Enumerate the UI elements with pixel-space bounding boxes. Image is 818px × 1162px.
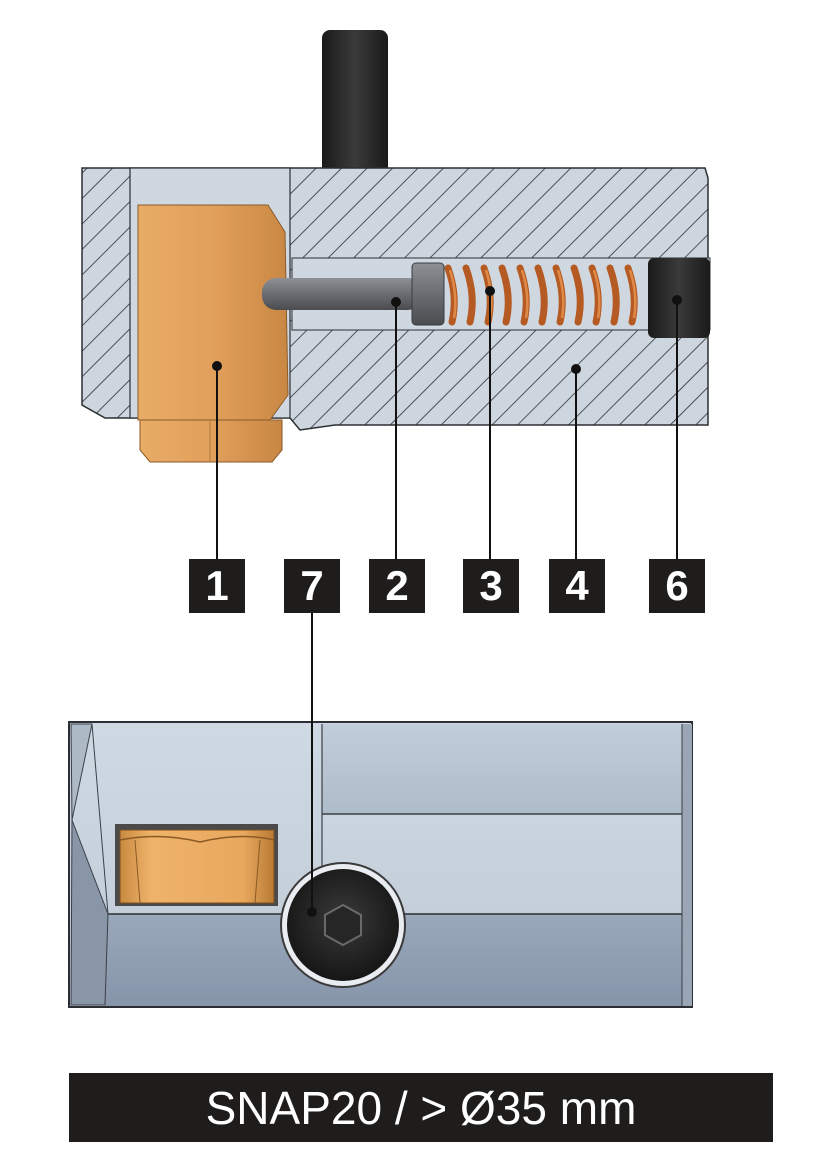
brass-insert-side [119, 829, 275, 904]
callout-4: 4 [549, 559, 605, 613]
callout-7: 7 [284, 559, 340, 613]
callout-2: 2 [369, 559, 425, 613]
side-view-diagram [68, 613, 693, 1008]
callout-6: 6 [649, 559, 705, 613]
model-caption: SNAP20 / > Ø35 mm [69, 1073, 773, 1142]
brass-nut [139, 419, 283, 463]
hex-socket-screw-icon [280, 862, 406, 988]
section-view-diagram [81, 30, 711, 559]
plunger-rod [262, 278, 422, 310]
top-pin [322, 30, 388, 175]
brass-insert [137, 204, 289, 421]
callout-1: 1 [189, 559, 245, 613]
callout-3: 3 [463, 559, 519, 613]
